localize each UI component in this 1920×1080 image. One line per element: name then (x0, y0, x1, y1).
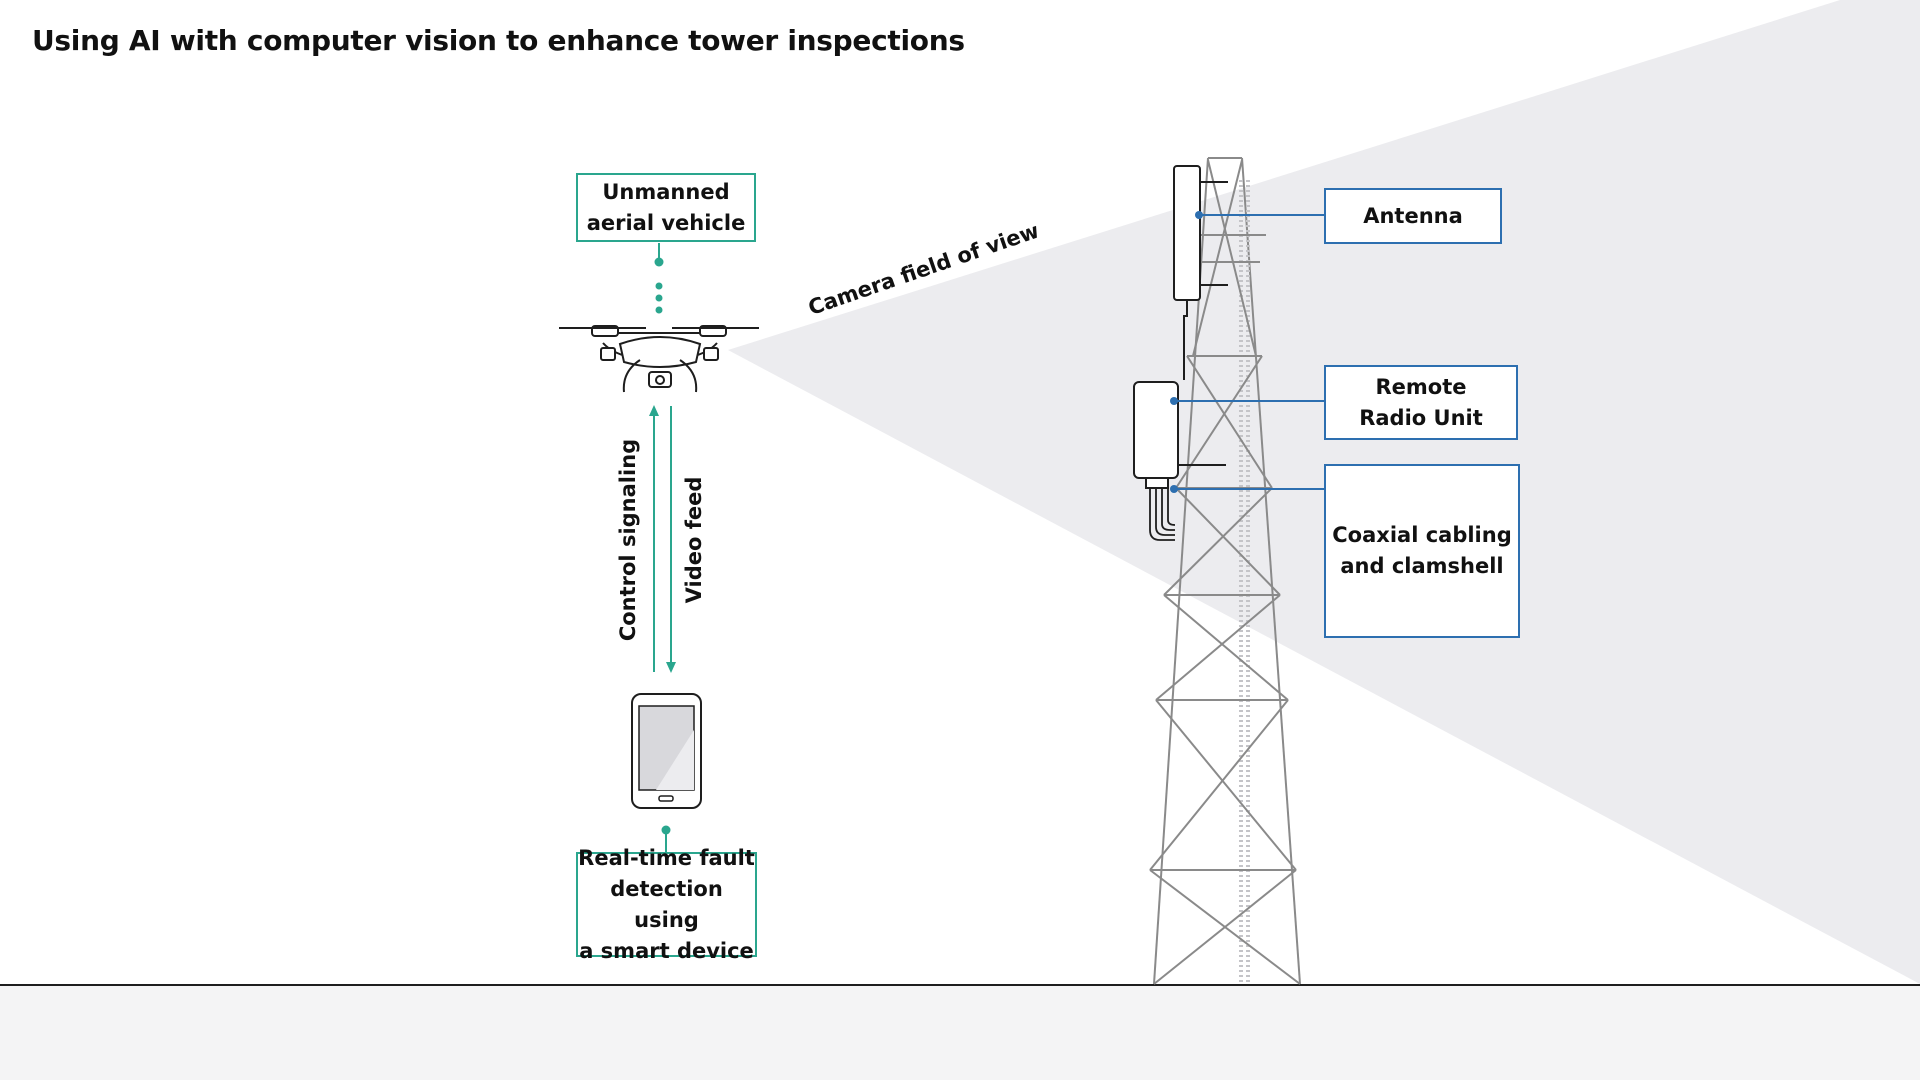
coax-leader (1170, 485, 1324, 493)
coax-label-line-1: Coaxial cabling (1332, 523, 1512, 547)
control-signaling-arrow (649, 405, 659, 672)
coax-label-line-2: and clamshell (1340, 554, 1504, 578)
remote-radio-unit (1133, 381, 1226, 541)
video-feed-arrow (666, 406, 676, 673)
antenna-unit (1173, 165, 1228, 380)
antenna-label: Antenna (1363, 203, 1463, 228)
uav-label-line-2: aerial vehicle (586, 210, 746, 235)
rru-label-line-2: Radio Unit (1359, 405, 1483, 430)
page-title: Using AI with computer vision to enhance… (32, 24, 965, 57)
ground (0, 984, 1920, 1080)
rru-label-box: Remote Radio Unit (1324, 365, 1518, 440)
uav-label-box: Unmanned aerial vehicle (576, 173, 756, 242)
antenna-leader (1195, 211, 1324, 219)
fault-detection-line-2: detection using (610, 876, 723, 932)
antenna-label-box: Antenna (1324, 188, 1502, 244)
fault-detection-box: Real-time fault detection using a smart … (576, 846, 757, 963)
uav-connector (654, 243, 664, 314)
rru-label-line-1: Remote (1375, 374, 1467, 399)
fault-detection-line-1: Real-time fault (578, 845, 755, 870)
coax-label-box: Coaxial cabling and clamshell (1324, 464, 1520, 638)
smartphone-icon (631, 693, 702, 809)
control-signaling-label: Control signaling (616, 438, 640, 642)
rru-leader (1170, 397, 1324, 405)
fault-detection-line-3: a smart device (579, 938, 754, 963)
drone-icon (559, 325, 759, 393)
uav-label-line-1: Unmanned (602, 179, 730, 204)
phone-connector (661, 825, 671, 852)
video-feed-label: Video feed (682, 476, 706, 604)
